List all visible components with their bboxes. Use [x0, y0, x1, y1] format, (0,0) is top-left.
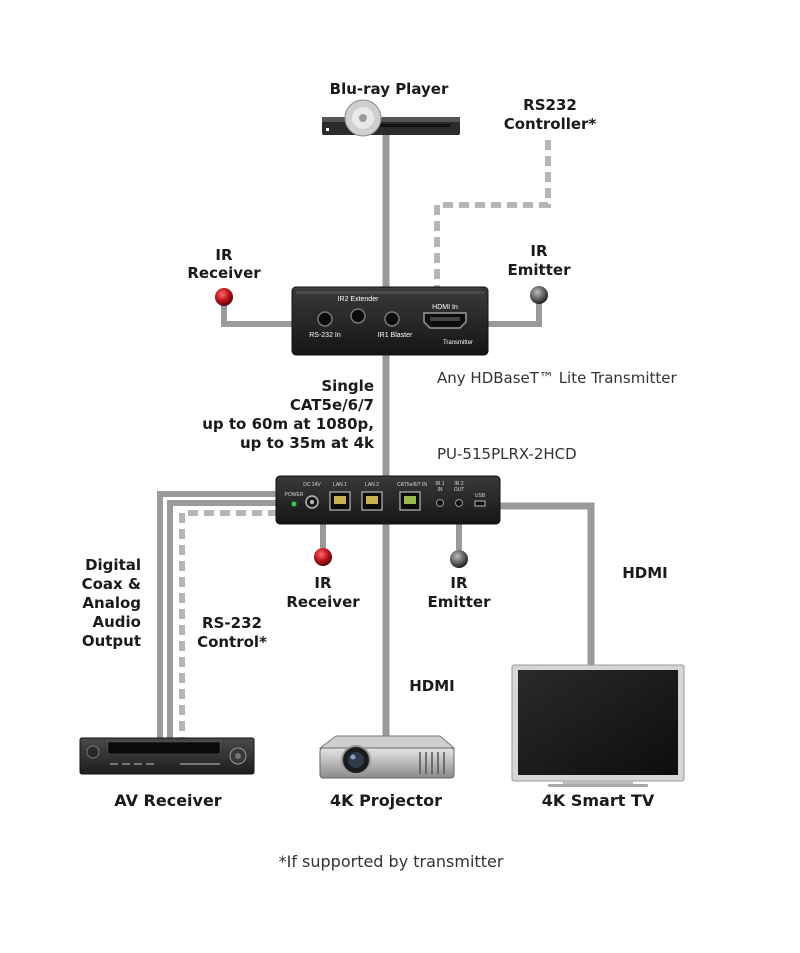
- footnote: *If supported by transmitter: [279, 852, 504, 871]
- ir-receiver-top-label-line1: IR: [215, 246, 233, 264]
- ir-emitter-top-label-line1: IR: [530, 242, 548, 260]
- tx-ir2-extender: IR2 Extender: [338, 296, 380, 303]
- cable-spec-line4: up to 35m at 4k: [240, 434, 375, 452]
- rs232-control-cable: [179, 510, 278, 742]
- usb-port: [474, 500, 486, 507]
- ir-receiver-top-cable: [221, 302, 298, 327]
- rx-lan1: LAN 1: [333, 482, 347, 488]
- bluray-label: Blu-ray Player: [330, 80, 449, 98]
- audio-output-line4: Audio: [93, 613, 141, 631]
- hdmi-projector-label: HDMI: [409, 677, 455, 695]
- rs232-controller-label-line1: RS232: [523, 96, 577, 114]
- rx-power: POWER: [285, 492, 304, 498]
- audio-output-line1: Digital: [85, 556, 141, 574]
- power-led: [291, 501, 297, 507]
- audio-cable-1: [157, 491, 278, 742]
- ir-emitter-bottom-label-line2: Emitter: [428, 593, 492, 611]
- rx-ir1-l1: IR 1: [435, 481, 444, 487]
- rs232-in-jack: [317, 311, 333, 327]
- av-receiver-device: [79, 737, 255, 775]
- ir-emitter-top-label-line2: Emitter: [508, 261, 572, 279]
- ir-receiver-bottom-label-line1: IR: [314, 574, 332, 592]
- audio-output-line3: Analog: [82, 594, 141, 612]
- rs232-controller-label-line2: Controller*: [504, 115, 597, 133]
- ir-emitter-top-cable: [488, 302, 542, 327]
- model-number: PU-515PLRX-2HCD: [437, 445, 577, 463]
- ir-emitter-bottom-label-line1: IR: [450, 574, 468, 592]
- cables: [157, 130, 595, 742]
- cable-spec-line1: Single: [321, 377, 374, 395]
- rx-lan2: LAN 2: [365, 482, 379, 488]
- rs232-control-line1: RS-232: [202, 614, 262, 632]
- av-receiver-label: AV Receiver: [114, 791, 222, 810]
- tx-ir1-blaster: IR1 Blaster: [378, 332, 413, 339]
- ir1-blaster-jack: [384, 311, 400, 327]
- rx-ir2-l2: OUT: [454, 487, 465, 493]
- tv-device: [511, 664, 685, 787]
- tx-hdmi-in: HDMI In: [432, 304, 458, 311]
- rs232-control-line2: Control*: [197, 633, 267, 651]
- ir2-out-jack: [455, 499, 463, 507]
- rx-dc: DC 24V: [303, 482, 321, 488]
- audio-cable-2: [167, 500, 278, 742]
- audio-output-line5: Output: [82, 632, 141, 650]
- ir2-extender-jack: [350, 308, 366, 324]
- audio-output-line2: Coax &: [82, 575, 141, 593]
- receiver-device: [275, 475, 501, 525]
- hdmi-tv-label: HDMI: [622, 564, 668, 582]
- projector-label: 4K Projector: [330, 791, 442, 810]
- tx-transmitter: Transmitter: [443, 340, 473, 346]
- transmitter-device: [291, 286, 489, 356]
- transmitter-caption: Any HDBaseT™ Lite Transmitter: [437, 369, 678, 387]
- cable-spec-line3: up to 60m at 1080p,: [202, 415, 374, 433]
- hdmi-cable-tv: [500, 502, 595, 667]
- projector-device: [318, 735, 456, 779]
- ir-receiver-bottom-label-line2: Receiver: [286, 593, 360, 611]
- ir-emitter-bottom: [450, 550, 468, 568]
- rx-ir1-l2: IN: [438, 487, 443, 493]
- ir-emitter-top: [530, 286, 548, 304]
- cable-spec-line2: CAT5e/6/7: [290, 396, 374, 414]
- tx-rs232-in: RS-232 In: [309, 332, 341, 339]
- rx-usb: USB: [475, 493, 486, 499]
- ir1-in-jack: [436, 499, 444, 507]
- ir-receiver-top-label-line2: Receiver: [187, 264, 261, 282]
- ir-receiver-top: [215, 288, 233, 306]
- tv-label: 4K Smart TV: [542, 791, 655, 810]
- rs232-controller-cable: [434, 140, 551, 290]
- rx-ir2-l1: IR 2: [454, 481, 463, 487]
- ir-receiver-bottom: [314, 548, 332, 566]
- bluray-player: [322, 99, 460, 137]
- rx-cat: CAT5e/6/7 IN: [397, 482, 427, 488]
